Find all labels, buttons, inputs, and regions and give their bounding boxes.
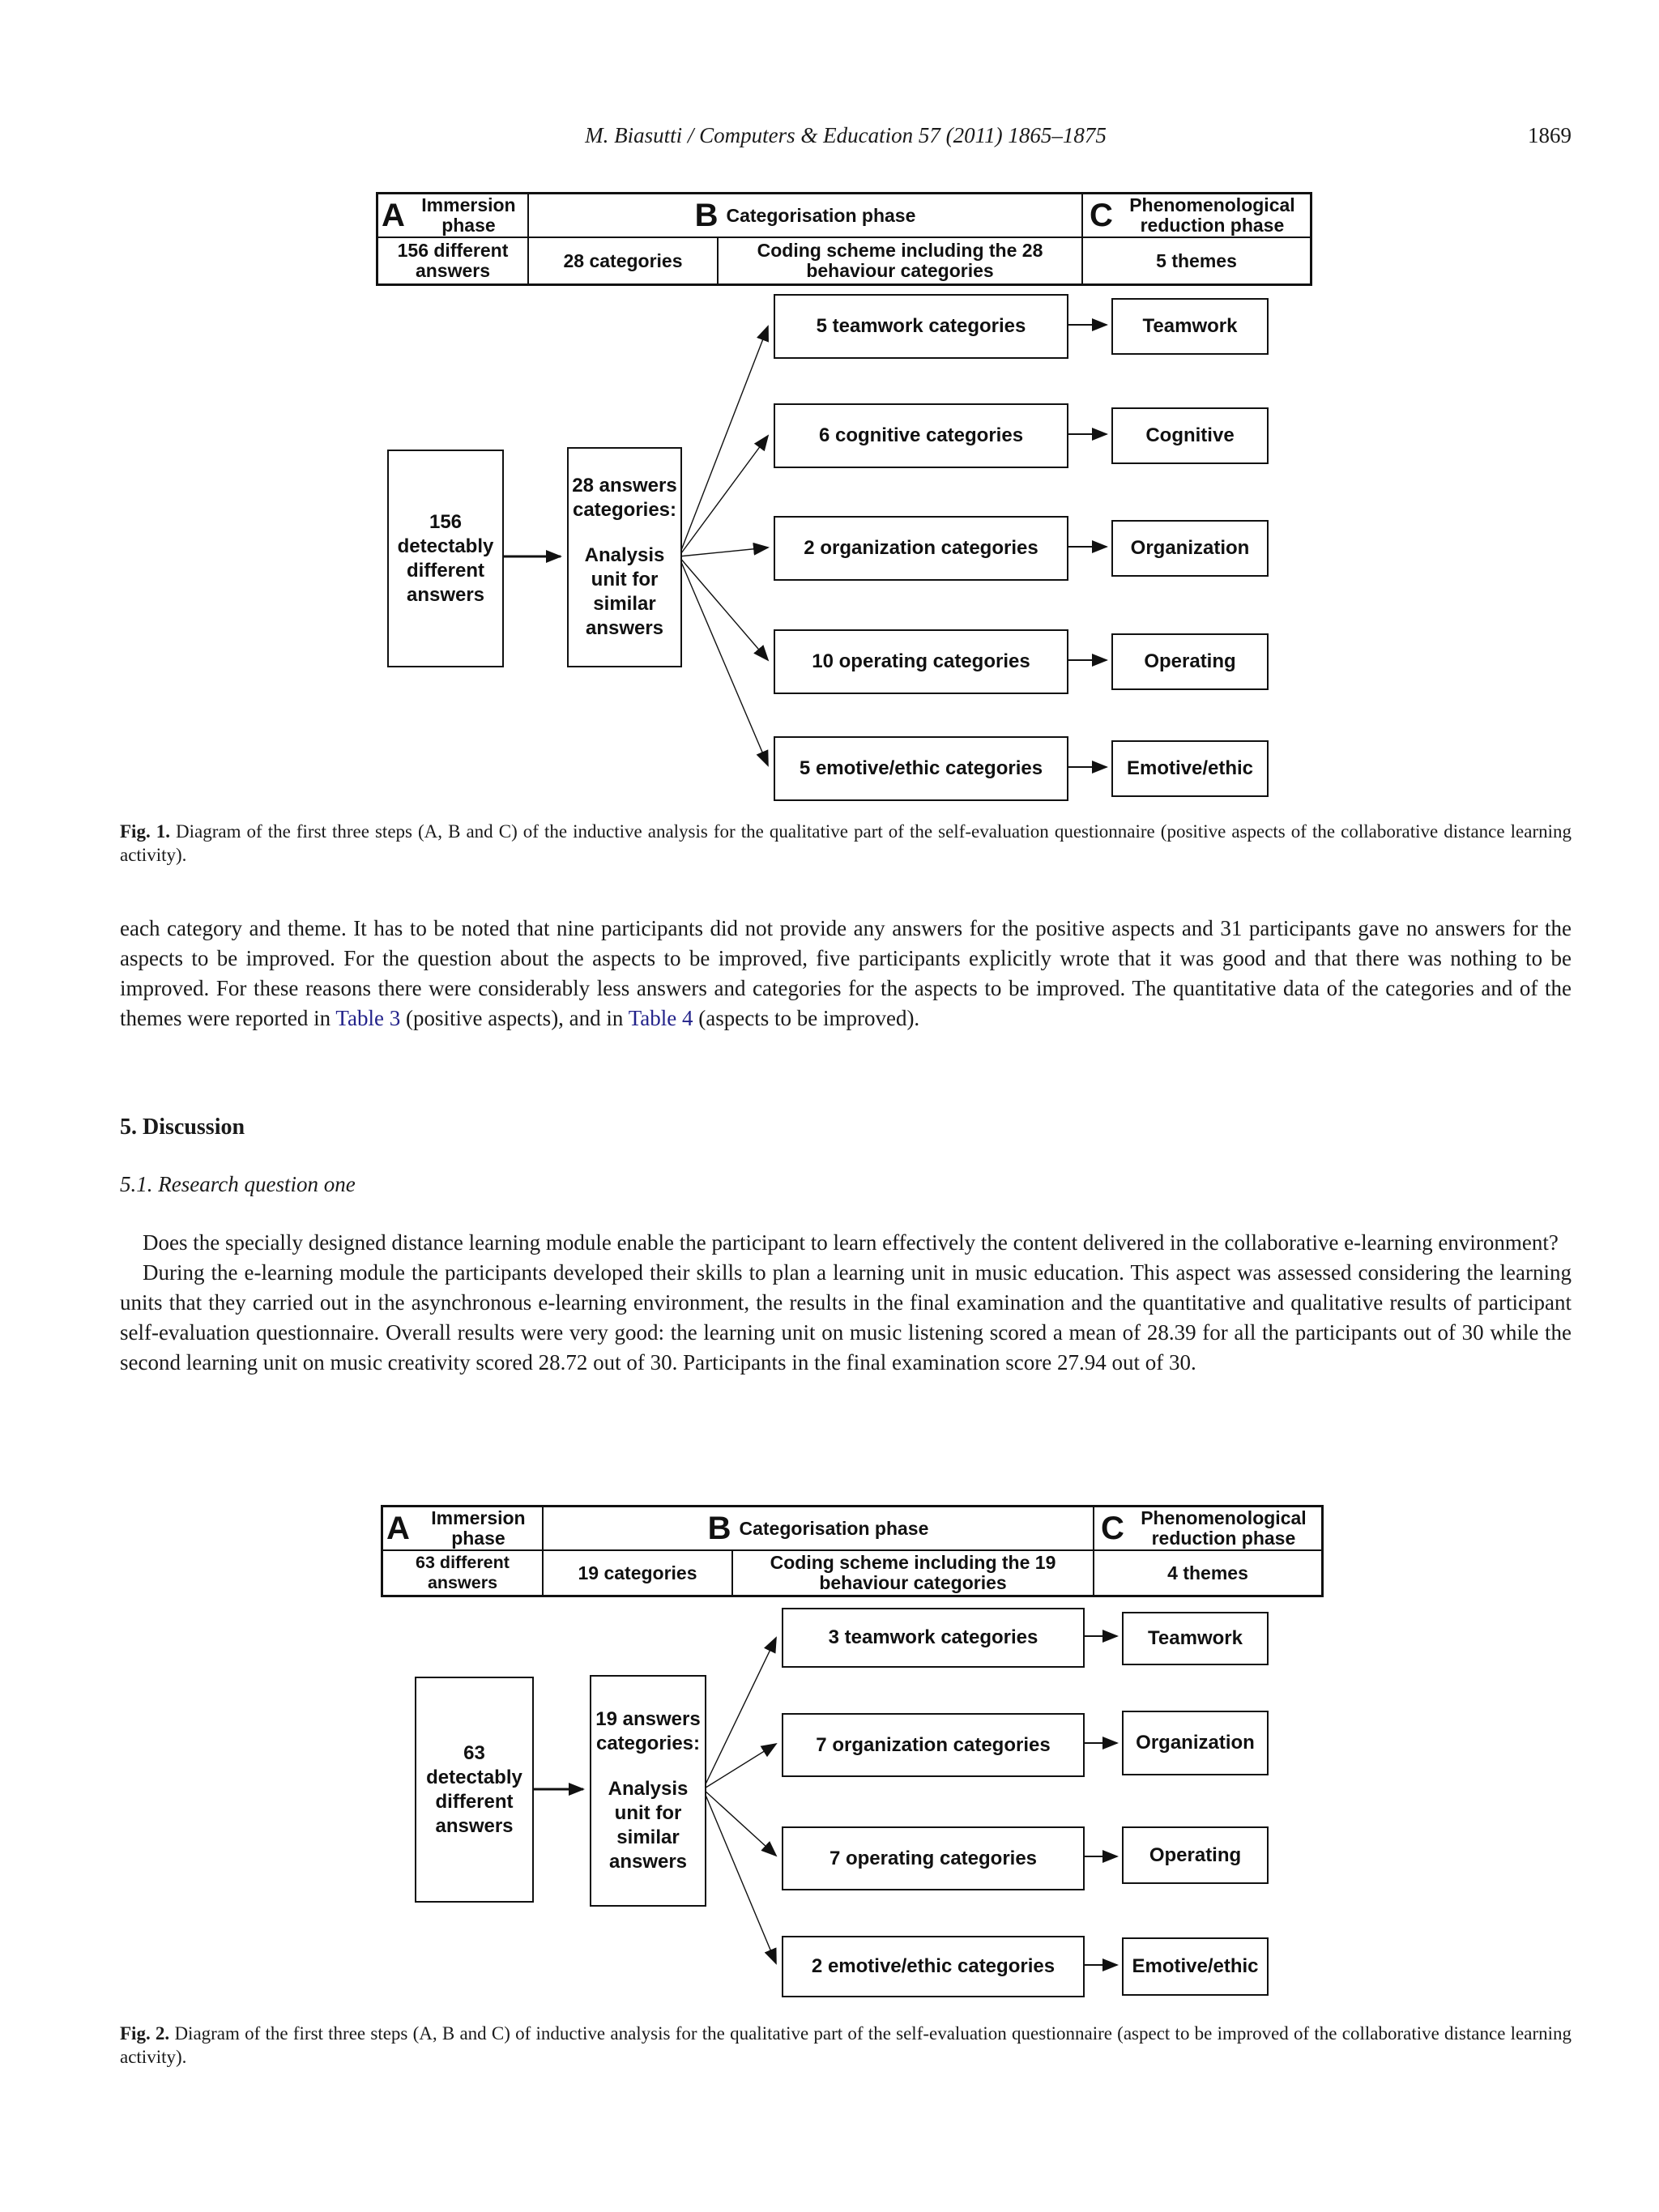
fig1-phase-a-cell: A Immersion phase bbox=[377, 194, 528, 237]
fig1-cell-answers: 156 different answers bbox=[377, 237, 528, 284]
fig2-analysis-box: 19 answers categories: Analysis unit for… bbox=[590, 1675, 706, 1907]
fig1-analysis-bottom: Analysis unit for similar answers bbox=[584, 544, 665, 639]
figure-2: A Immersion phase B Categorisation phase… bbox=[356, 1498, 1353, 2017]
fig1-phase-a-title: Immersion phase bbox=[421, 194, 516, 236]
fig1-cell-coding: Coding scheme including the 28 behaviour… bbox=[718, 237, 1082, 284]
fig2-caption-label: Fig. 2. bbox=[120, 2023, 170, 2044]
fig1-caption: Fig. 1. Diagram of the first three steps… bbox=[120, 820, 1572, 867]
figure-1: A Immersion phase B Categorisation phase… bbox=[356, 186, 1353, 826]
fig2-analysis-bottom: Analysis unit for similar answers bbox=[608, 1778, 689, 1873]
fig2-caption: Fig. 2. Diagram of the first three steps… bbox=[120, 2022, 1572, 2069]
fig2-phase-a-title: Immersion phase bbox=[431, 1507, 526, 1549]
fig2-category-box-teamwork: 3 teamwork categories bbox=[782, 1608, 1085, 1668]
fig2-theme-box-teamwork: Teamwork bbox=[1122, 1612, 1269, 1665]
fig2-category-box-organization: 7 organization categories bbox=[782, 1713, 1085, 1777]
fig2-phase-c-letter: C bbox=[1101, 1511, 1124, 1546]
subsection-heading-rq1: 5.1. Research question one bbox=[120, 1172, 356, 1196]
para1-text-3: (aspects to be improved). bbox=[693, 1006, 920, 1030]
fig1-source-box: 156 detectably different answers bbox=[387, 450, 504, 667]
fig2-source-box: 63 detectably different answers bbox=[415, 1677, 534, 1903]
running-head: M. Biasutti / Computers & Education 57 (… bbox=[585, 123, 1107, 147]
fig2-category-box-emotive: 2 emotive/ethic categories bbox=[782, 1936, 1085, 1997]
table3-link[interactable]: Table 3 bbox=[335, 1006, 401, 1030]
para1-text-1: each category and theme. It has to be no… bbox=[120, 916, 1572, 1030]
fig1-caption-text: Diagram of the first three steps (A, B a… bbox=[120, 821, 1572, 865]
fig2-phase-c-cell: C Phenomenological reduction phase bbox=[1094, 1507, 1322, 1550]
fig2-theme-box-emotive: Emotive/ethic bbox=[1122, 1937, 1269, 1996]
fig2-analysis-top: 19 answers categories: bbox=[595, 1708, 701, 1754]
fig1-analysis-box: 28 answers categories: Analysis unit for… bbox=[567, 447, 682, 667]
fig1-phase-b-title: Categorisation phase bbox=[726, 204, 916, 226]
page-number: 1869 bbox=[1528, 123, 1572, 147]
fig1-phase-b-cell: B Categorisation phase bbox=[528, 194, 1082, 237]
fig1-phase-c-letter: C bbox=[1090, 198, 1113, 233]
fig1-theme-box-organization: Organization bbox=[1111, 520, 1269, 577]
fig2-phase-c-title: Phenomenological reduction phase bbox=[1141, 1507, 1307, 1549]
fig1-phase-a-letter: A bbox=[382, 198, 405, 233]
fig1-theme-box-teamwork: Teamwork bbox=[1111, 298, 1269, 355]
fig2-phase-b-letter: B bbox=[707, 1511, 731, 1546]
body-paragraph-1: each category and theme. It has to be no… bbox=[120, 914, 1572, 1034]
fig2-cell-themes: 4 themes bbox=[1094, 1550, 1322, 1596]
fig2-category-box-operating: 7 operating categories bbox=[782, 1826, 1085, 1890]
para1-text-2: (positive aspects), and in bbox=[400, 1006, 629, 1030]
fig1-caption-label: Fig. 1. bbox=[120, 821, 170, 842]
fig1-cell-themes: 5 themes bbox=[1082, 237, 1311, 284]
section-heading-discussion: 5. Discussion bbox=[120, 1115, 245, 1140]
fig1-phase-c-title: Phenomenological reduction phase bbox=[1129, 194, 1295, 236]
fig1-theme-box-operating: Operating bbox=[1111, 633, 1269, 690]
fig2-caption-text: Diagram of the first three steps (A, B a… bbox=[120, 2023, 1572, 2067]
fig1-phase-b-letter: B bbox=[694, 198, 719, 233]
fig1-category-box-organization: 2 organization categories bbox=[774, 516, 1068, 581]
fig1-theme-box-cognitive: Cognitive bbox=[1111, 407, 1269, 464]
fig1-phase-table: A Immersion phase B Categorisation phase… bbox=[376, 192, 1312, 286]
table4-link[interactable]: Table 4 bbox=[628, 1006, 693, 1030]
fig1-category-box-cognitive: 6 cognitive categories bbox=[774, 403, 1068, 468]
research-question-paragraph: Does the specially designed distance lea… bbox=[143, 1230, 1559, 1255]
fig1-category-box-operating: 10 operating categories bbox=[774, 629, 1068, 694]
fig2-phase-b-cell: B Categorisation phase bbox=[543, 1507, 1094, 1550]
fig2-phase-table: A Immersion phase B Categorisation phase… bbox=[381, 1505, 1324, 1597]
fig2-cell-answers: 63 different answers bbox=[382, 1550, 543, 1596]
fig2-phase-a-letter: A bbox=[386, 1511, 410, 1546]
fig2-theme-box-operating: Operating bbox=[1122, 1826, 1269, 1884]
results-paragraph: During the e-learning module the partici… bbox=[120, 1260, 1572, 1375]
fig2-phase-a-cell: A Immersion phase bbox=[382, 1507, 543, 1550]
fig1-theme-box-emotive: Emotive/ethic bbox=[1111, 740, 1269, 797]
fig1-cell-categories: 28 categories bbox=[528, 237, 718, 284]
fig2-theme-box-organization: Organization bbox=[1122, 1711, 1269, 1775]
fig2-cell-categories: 19 categories bbox=[543, 1550, 732, 1596]
fig1-category-box-emotive: 5 emotive/ethic categories bbox=[774, 736, 1068, 801]
fig2-phase-b-title: Categorisation phase bbox=[739, 1517, 929, 1539]
body-paragraph-2: Does the specially designed distance lea… bbox=[120, 1228, 1572, 1378]
fig1-category-box-teamwork: 5 teamwork categories bbox=[774, 294, 1068, 359]
fig2-cell-coding: Coding scheme including the 19 behaviour… bbox=[732, 1550, 1094, 1596]
fig1-analysis-top: 28 answers categories: bbox=[572, 475, 677, 521]
fig1-phase-c-cell: C Phenomenological reduction phase bbox=[1082, 194, 1311, 237]
